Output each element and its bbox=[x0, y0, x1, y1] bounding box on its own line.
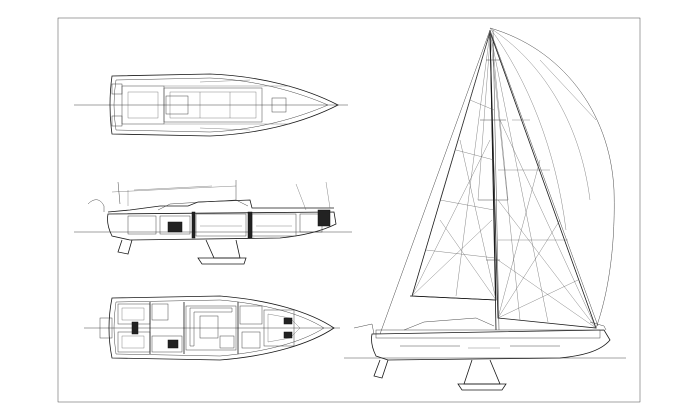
sail-plan-keel bbox=[463, 359, 501, 385]
forestay bbox=[489, 29, 599, 327]
forward-cabin bbox=[263, 309, 295, 347]
interior-aft-cabin bbox=[127, 215, 157, 235]
profile-deck bbox=[107, 199, 334, 213]
deck-plan-view bbox=[74, 73, 348, 137]
stern-platform bbox=[99, 317, 113, 339]
aft-cabin-port bbox=[117, 303, 151, 325]
sail-plan-keel-bulb bbox=[457, 383, 507, 391]
galley-stove bbox=[167, 339, 179, 349]
mainsail bbox=[411, 31, 497, 301]
mast-aft-face bbox=[492, 29, 500, 331]
profile-coachroof bbox=[157, 199, 249, 211]
aft-cabin-starboard bbox=[117, 331, 151, 353]
guard-rail bbox=[111, 185, 237, 193]
furniture-detail bbox=[283, 331, 293, 339]
helm-station-starboard bbox=[111, 115, 123, 127]
interior-galley bbox=[159, 215, 191, 235]
head-aft bbox=[151, 303, 169, 321]
profile-hull bbox=[107, 211, 337, 241]
foredeck-hatch bbox=[271, 97, 287, 113]
forward-berth bbox=[267, 313, 301, 343]
accommodation-hull-inner bbox=[113, 299, 325, 357]
sail-plan-hull bbox=[371, 329, 611, 361]
nav-station bbox=[219, 335, 235, 349]
companionway-hatch bbox=[165, 95, 189, 115]
furniture-detail bbox=[241, 331, 261, 349]
helm-station-port bbox=[111, 83, 123, 95]
sail-plan-stern-pulpit bbox=[353, 323, 375, 335]
headsail-panels bbox=[489, 31, 597, 329]
profile-section-view bbox=[74, 180, 352, 265]
mainsail-panels bbox=[411, 31, 497, 301]
aft-berth bbox=[121, 307, 145, 321]
deck-hull-inner bbox=[113, 77, 329, 133]
shroud bbox=[477, 39, 491, 201]
hull-stripe bbox=[375, 329, 601, 339]
spinnaker-panels bbox=[489, 27, 597, 231]
cockpit-sole bbox=[127, 91, 159, 119]
furniture-detail bbox=[131, 321, 139, 335]
interior-forward bbox=[251, 213, 297, 237]
keel-fin bbox=[205, 239, 241, 259]
engine-block bbox=[167, 221, 183, 233]
bulkhead bbox=[191, 211, 196, 239]
coachroof-inner bbox=[169, 91, 257, 119]
rudder bbox=[117, 239, 133, 255]
drawing-frame bbox=[57, 17, 641, 403]
saloon bbox=[185, 305, 237, 351]
boom-line bbox=[133, 185, 213, 191]
saloon-settee bbox=[189, 307, 233, 347]
coachroof-profile bbox=[403, 317, 495, 331]
anchor-well bbox=[317, 209, 331, 227]
interior-saloon bbox=[195, 213, 247, 237]
jib-track bbox=[199, 127, 251, 131]
sail-plan-rudder bbox=[373, 359, 389, 379]
headsail bbox=[489, 31, 597, 329]
bulkhead bbox=[247, 211, 253, 239]
galley bbox=[151, 335, 183, 353]
accommodation-plan-view bbox=[84, 295, 340, 361]
pulpit-line bbox=[295, 183, 307, 211]
sail-plan-view bbox=[344, 27, 626, 391]
backstay bbox=[379, 29, 491, 335]
deck-hull-outline bbox=[109, 73, 339, 137]
coachroof bbox=[163, 87, 263, 123]
stern-pulpit bbox=[87, 199, 105, 212]
pulpit-line bbox=[325, 181, 331, 209]
forward-head bbox=[239, 305, 263, 325]
furniture-detail bbox=[283, 317, 293, 325]
keel-bulb bbox=[197, 257, 247, 265]
saloon-table bbox=[199, 315, 219, 339]
stanchion bbox=[117, 181, 121, 205]
jib-track bbox=[199, 79, 251, 83]
aft-berth bbox=[121, 335, 145, 349]
